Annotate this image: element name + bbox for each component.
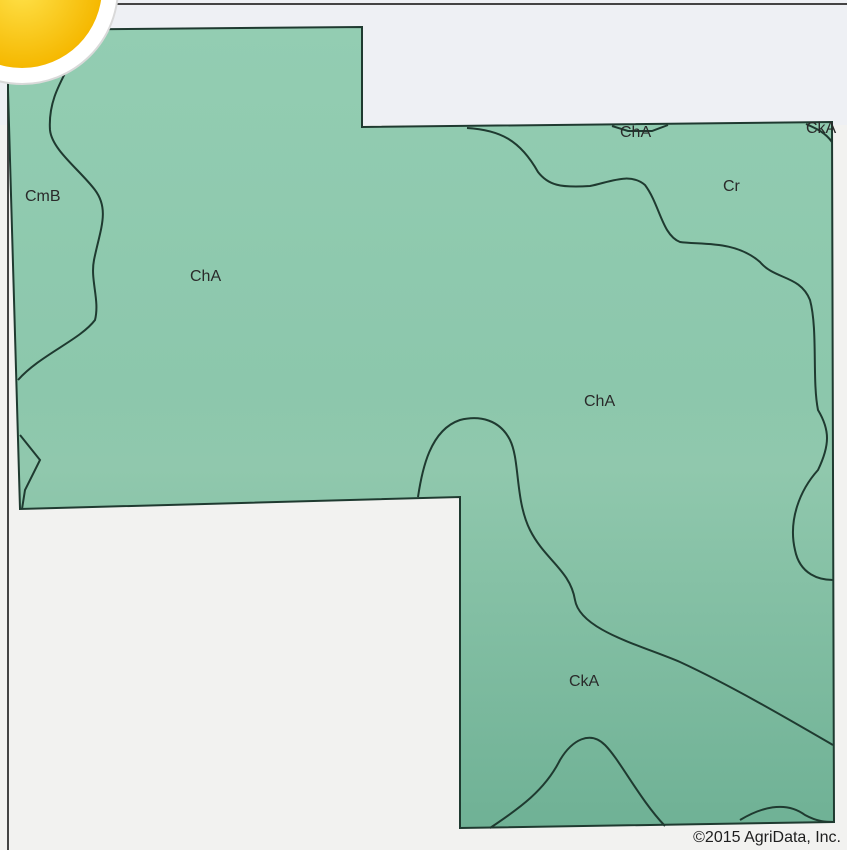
boundary-left-notch	[19, 434, 42, 510]
copyright-notice: ©2015 AgriData, Inc.	[693, 829, 841, 846]
soil-label-cha-left: ChA	[190, 268, 221, 285]
soil-label-cka-top: CkA	[806, 120, 837, 137]
boundary-cka-top-corner	[805, 123, 833, 143]
boundary-bottom-right	[739, 805, 835, 823]
boundary-cr-cha	[466, 127, 834, 581]
boundary-cha-top-notch	[611, 124, 669, 132]
soil-label-cka-bottom: CkA	[569, 673, 600, 690]
soil-label-cha-top: ChA	[620, 124, 651, 141]
boundary-bottom-bump	[489, 736, 666, 829]
boundary-cmb-cha-left	[17, 57, 104, 381]
soil-label-cr: Cr	[723, 178, 741, 195]
boundary-cha-cka	[417, 417, 834, 746]
soil-label-cha-center: ChA	[584, 393, 615, 410]
sun-badge-icon	[0, 0, 119, 85]
field-parcel	[7, 25, 836, 830]
soil-label-cmb: CmB	[25, 188, 61, 205]
